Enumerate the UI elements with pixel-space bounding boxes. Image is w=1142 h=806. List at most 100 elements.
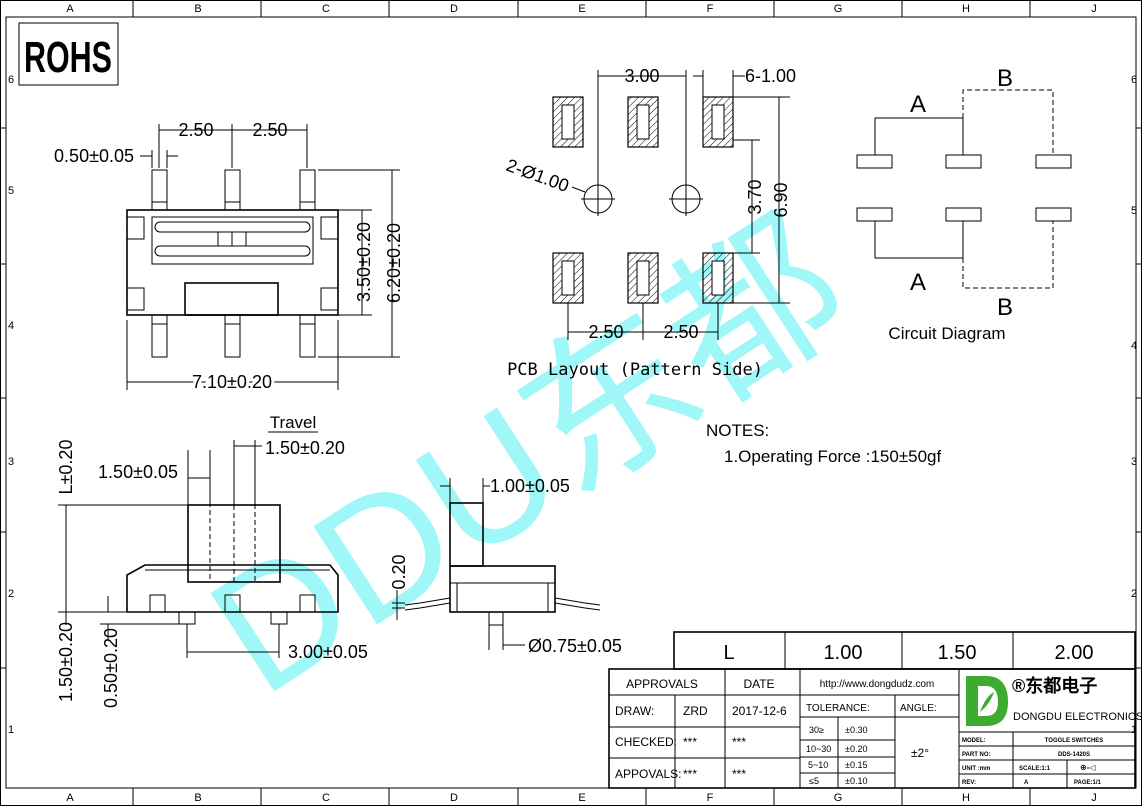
row-label-right: 3: [1131, 456, 1137, 468]
row-label-left: 4: [8, 320, 14, 332]
l-table-header: L: [723, 642, 734, 664]
tolerance-value: ±0.15: [845, 760, 867, 770]
travel-label: Travel: [270, 413, 317, 432]
checked-date: ***: [732, 735, 746, 749]
col-label-top: C: [322, 3, 330, 15]
scale-label: SCALE:1:1: [1019, 766, 1051, 772]
tolerance-value: ±0.20: [845, 744, 867, 754]
tolerance-label: TOLERANCE:: [806, 703, 870, 714]
company-url: http://www.dongdudz.com: [820, 679, 935, 690]
col-label-top: E: [578, 3, 585, 15]
draw-who: ZRD: [683, 704, 708, 718]
dim-hole-pitch: 3.00: [624, 66, 659, 86]
row-label-right: 6: [1131, 74, 1137, 86]
dim-top-pitch-right: 2.50: [252, 120, 287, 140]
checked-who: ***: [683, 735, 697, 749]
col-label-top: D: [450, 3, 458, 15]
dim-post-height: 0.50±0.20: [101, 628, 121, 708]
circuit-diagram: [856, 89, 1072, 289]
model-label: MODEL:: [962, 738, 986, 744]
dim-actuator-thickness: 1.00±0.05: [490, 476, 570, 496]
circuit-caption: Circuit Diagram: [888, 324, 1005, 343]
projection-icon: ⊕-◁: [1080, 763, 1096, 772]
row-label-left: 3: [8, 456, 14, 468]
col-label-top: H: [962, 3, 970, 15]
row-label-left: 2: [8, 588, 14, 600]
approvals-header: APPROVALS: [626, 677, 698, 691]
dim-peg-diameter: Ø0.75±0.05: [528, 636, 622, 656]
rev-label: REV:: [962, 780, 976, 786]
row-label-right: 2: [1131, 588, 1137, 600]
notes-heading: NOTES:: [706, 421, 769, 440]
dim-peg-pitch: 3.00±0.05: [288, 642, 368, 662]
date-header: DATE: [743, 677, 774, 691]
part-label: PART NO:: [962, 752, 991, 758]
end-view: [392, 478, 601, 650]
circuit-label-b-bottom: B: [997, 294, 1013, 321]
col-label-bottom: C: [322, 792, 330, 804]
dim-travel: 1.50±0.20: [265, 438, 345, 458]
approvals-label: APPOVALS:: [615, 767, 681, 781]
col-label-bottom: F: [707, 792, 714, 804]
dim-inner-height: 3.70: [745, 179, 765, 214]
circuit-label-b-top: B: [997, 65, 1013, 92]
note-item: 1.Operating Force :150±50gf: [724, 447, 942, 466]
part-value: DDS-1420S: [1058, 752, 1090, 758]
row-label-right: 4: [1131, 340, 1137, 352]
col-label-bottom: D: [450, 792, 458, 804]
dim-top-pitch-left: 2.50: [178, 120, 213, 140]
checked-label: CHECKED:: [615, 735, 677, 749]
col-label-top: F: [707, 3, 714, 15]
dim-outer-height: 6.90: [771, 182, 791, 217]
row-label-right: 1: [1131, 724, 1137, 736]
company-name-en: DONGDU ELECTRONICS: [1013, 711, 1142, 723]
col-label-top: A: [66, 3, 74, 15]
pcb-caption: PCB Layout (Pattern Side): [507, 360, 763, 380]
col-label-bottom: A: [66, 792, 74, 804]
col-label-bottom: H: [962, 792, 970, 804]
col-label-top: G: [834, 3, 843, 15]
dim-body-height: 3.50±0.20: [354, 222, 374, 302]
dim-hole-diameter: 2-Ø1.00: [504, 155, 572, 196]
model-value: TOGGLE SWITCHES: [1045, 738, 1104, 744]
approvals-date: ***: [732, 767, 746, 781]
col-label-bottom: G: [834, 792, 843, 804]
draw-label: DRAW:: [615, 704, 654, 718]
dim-actuator-width: 1.50±0.05: [98, 462, 178, 482]
col-label-top: J: [1091, 3, 1097, 15]
unit-label: UNIT :mm: [962, 766, 990, 772]
dim-base-height: 1.50±0.20: [56, 622, 76, 702]
company-logo: [966, 676, 1008, 726]
dim-body-width: 7.10±0.20: [192, 372, 272, 392]
rohs-mark: ROHS: [24, 33, 112, 82]
col-label-bottom: J: [1091, 792, 1097, 804]
tolerance-value: ±0.10: [845, 776, 867, 786]
row-label-left: 6: [8, 74, 14, 86]
angle-value: ±2°: [911, 746, 929, 760]
col-label-bottom: B: [194, 792, 201, 804]
tolerance-range: 5~10: [808, 760, 828, 770]
tolerance-range: ≤5: [809, 776, 819, 786]
row-label-right: 5: [1131, 205, 1137, 217]
rohs-box: [18, 22, 119, 86]
circuit-label-a-bottom: A: [910, 269, 926, 296]
rev-value: A: [1024, 780, 1029, 786]
side-view: [58, 431, 339, 658]
dim-terminal-thickness: 0.20: [389, 554, 409, 589]
l-table-value: 1.50: [938, 642, 977, 664]
row-label-left: 1: [8, 724, 14, 736]
col-label-top: B: [194, 3, 201, 15]
dim-total-height: 6.20±0.20: [384, 223, 404, 303]
row-label-left: 5: [8, 185, 14, 197]
company-name-cn: ®东都电子: [1012, 675, 1097, 696]
dim-length-L: L±0.20: [56, 440, 76, 495]
dim-pad-width: 6-1.00: [745, 66, 796, 86]
title-block: [608, 668, 1136, 789]
top-view: [126, 124, 400, 390]
l-table-value: 2.00: [1055, 642, 1094, 664]
dim-pcb-pitch-left: 2.50: [588, 322, 623, 342]
circuit-label-a-top: A: [910, 91, 926, 118]
dim-pcb-pitch-right: 2.50: [663, 322, 698, 342]
l-table-value: 1.00: [824, 642, 863, 664]
